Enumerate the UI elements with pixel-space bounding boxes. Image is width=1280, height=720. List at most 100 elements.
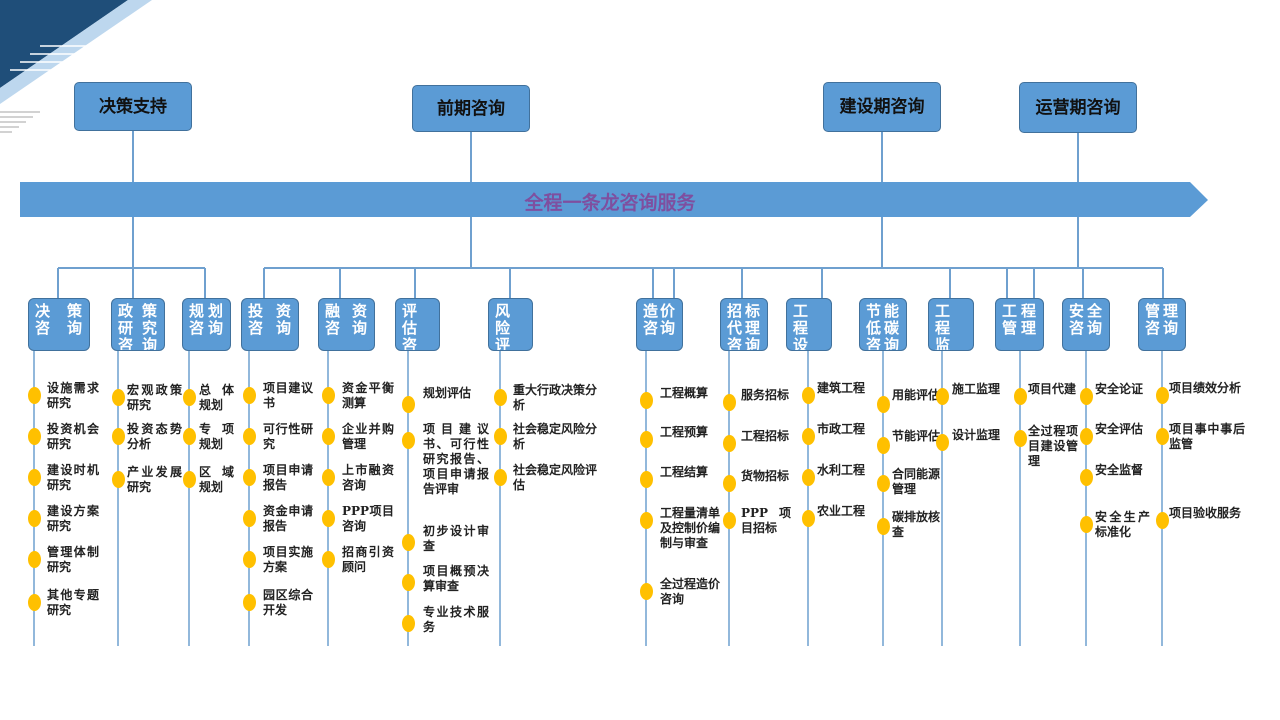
service-item: PPP项目咨询 bbox=[342, 504, 394, 533]
service-item: PPP项目招标 bbox=[741, 506, 791, 535]
phase-construction-consulting[interactable]: 建设期咨询 bbox=[823, 82, 941, 132]
phase-decision-support[interactable]: 决策支持 bbox=[74, 82, 192, 131]
category-14[interactable]: 安全咨询 bbox=[1062, 298, 1110, 351]
service-item: 项目建议书、可行性研究报告、项目申请报告评审 bbox=[423, 422, 489, 496]
service-item: 管理体制研究 bbox=[47, 545, 99, 574]
bullet-dot bbox=[243, 469, 256, 486]
corner-decoration bbox=[0, 0, 152, 133]
service-item: 建设时机研究 bbox=[47, 463, 99, 492]
bullet-dot bbox=[640, 431, 653, 448]
service-item: 上市融资咨询 bbox=[342, 463, 394, 492]
category-15[interactable]: 管理咨询 bbox=[1138, 298, 1186, 351]
bullet-dot bbox=[1156, 387, 1169, 404]
service-item: 总体规划 bbox=[199, 383, 234, 412]
service-item: 工程预算 bbox=[660, 425, 709, 439]
bullet-dot bbox=[112, 471, 125, 488]
category-9[interactable]: 招标代理咨询 bbox=[720, 298, 768, 351]
service-item: 建设方案研究 bbox=[47, 504, 99, 533]
bullet-dot bbox=[28, 428, 41, 445]
bullet-dot bbox=[723, 512, 736, 529]
bullet-dot bbox=[802, 510, 815, 527]
bullet-dot bbox=[1080, 428, 1093, 445]
bullet-dot bbox=[28, 510, 41, 527]
bullet-dot bbox=[183, 389, 196, 406]
service-item: 工程结算 bbox=[660, 465, 709, 479]
bullet-dot bbox=[1156, 428, 1169, 445]
service-item: 可行性研究 bbox=[263, 422, 313, 451]
bullet-dot bbox=[1080, 469, 1093, 486]
bullet-dot bbox=[183, 471, 196, 488]
service-item: 全过程造价咨询 bbox=[660, 577, 721, 606]
bullet-dot bbox=[640, 392, 653, 409]
service-banner-arrow bbox=[20, 182, 1208, 217]
bullet-dot bbox=[494, 428, 507, 445]
bullet-dot bbox=[243, 510, 256, 527]
bullet-dot bbox=[1014, 388, 1027, 405]
phase-operation-consulting[interactable]: 运营期咨询 bbox=[1019, 82, 1137, 133]
category-12[interactable]: 工程监理 bbox=[928, 298, 974, 351]
category-6[interactable]: 评估咨询 bbox=[395, 298, 440, 351]
bullet-dot bbox=[640, 583, 653, 600]
service-item: 安全生产标准化 bbox=[1095, 510, 1150, 539]
bullet-dot bbox=[1080, 388, 1093, 405]
category-10[interactable]: 工程设计咨询 bbox=[786, 298, 832, 351]
category-13[interactable]: 工程管理 bbox=[995, 298, 1044, 351]
bullet-dot bbox=[802, 387, 815, 404]
bullet-dot bbox=[28, 551, 41, 568]
service-item: 施工监理 bbox=[952, 382, 1001, 396]
service-item: 社会稳定风险评估 bbox=[513, 463, 598, 492]
connector-lines bbox=[57, 131, 1164, 298]
bullet-dot bbox=[322, 551, 335, 568]
bullet-dot bbox=[243, 428, 256, 445]
service-item: 规划评估 bbox=[423, 386, 472, 400]
category-2[interactable]: 政策研究咨询 bbox=[111, 298, 165, 351]
bullet-dot bbox=[723, 394, 736, 411]
category-3[interactable]: 规划咨询 bbox=[182, 298, 231, 351]
bullet-dot bbox=[802, 469, 815, 486]
bullet-dot bbox=[877, 475, 890, 492]
service-item: 项目概预决算审查 bbox=[423, 564, 489, 593]
category-11[interactable]: 节能低碳咨询 bbox=[859, 298, 907, 351]
bullet-dot bbox=[402, 534, 415, 551]
bullet-dot bbox=[183, 428, 196, 445]
bullet-dot bbox=[322, 387, 335, 404]
bullet-dot bbox=[402, 574, 415, 591]
category-5[interactable]: 融资咨询 bbox=[318, 298, 375, 351]
service-item: 农业工程 bbox=[817, 504, 866, 518]
category-8[interactable]: 造价咨询 bbox=[636, 298, 683, 351]
category-1[interactable]: 决策咨询 bbox=[28, 298, 90, 351]
bullet-dot bbox=[402, 615, 415, 632]
bullet-dot bbox=[1156, 512, 1169, 529]
bullet-dot bbox=[28, 594, 41, 611]
service-item: 建筑工程 bbox=[817, 381, 866, 395]
bullet-dot bbox=[322, 428, 335, 445]
service-item: 项目事中事后监管 bbox=[1169, 422, 1245, 451]
service-item: 安全评估 bbox=[1095, 422, 1144, 436]
service-item: 安全论证 bbox=[1095, 382, 1144, 396]
category-4[interactable]: 投资咨询 bbox=[241, 298, 299, 351]
bullet-dot bbox=[402, 396, 415, 413]
service-item: 重大行政决策分析 bbox=[513, 383, 598, 412]
service-item: 招商引资顾问 bbox=[342, 545, 394, 574]
service-item: 区域规划 bbox=[199, 465, 234, 494]
bullet-dot bbox=[402, 432, 415, 449]
bullet-dot bbox=[640, 512, 653, 529]
bullet-dot bbox=[936, 434, 949, 451]
bullet-dot bbox=[28, 469, 41, 486]
bullet-dot bbox=[640, 471, 653, 488]
service-item: 项目实施方案 bbox=[263, 545, 313, 574]
service-item: 市政工程 bbox=[817, 422, 866, 436]
bullet-dot bbox=[28, 387, 41, 404]
service-item: 宏观政策研究 bbox=[127, 383, 182, 412]
service-item: 项目代建 bbox=[1028, 382, 1077, 396]
phase-early-consulting[interactable]: 前期咨询 bbox=[412, 85, 530, 132]
bullet-dot bbox=[877, 518, 890, 535]
service-item: 项目建议书 bbox=[263, 381, 313, 410]
service-item: 碳排放核查 bbox=[892, 510, 941, 539]
service-item: 投资态势分析 bbox=[127, 422, 182, 451]
bullet-dot bbox=[877, 396, 890, 413]
category-7[interactable]: 风险评估咨询 bbox=[488, 298, 533, 351]
service-item: 水利工程 bbox=[817, 463, 866, 477]
service-item: 园区综合开发 bbox=[263, 588, 313, 617]
bullet-dot bbox=[936, 388, 949, 405]
